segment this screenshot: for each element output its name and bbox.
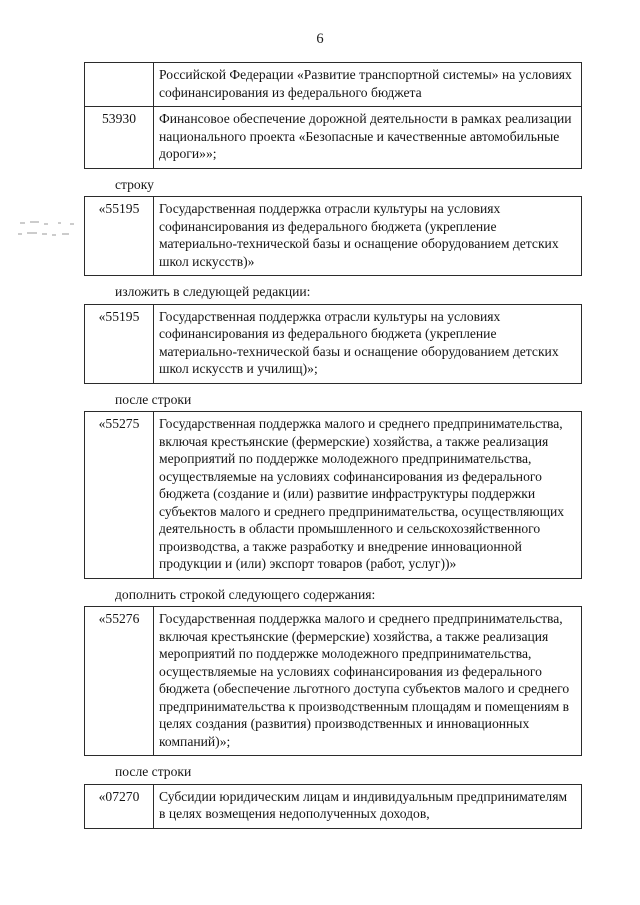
- connector-stroku: строку: [115, 176, 154, 192]
- row-text-cell: Финансовое обеспечение дорожной деятельн…: [153, 106, 582, 169]
- row-text-cell: Российской Федерации «Развитие транспорт…: [153, 62, 582, 107]
- document-content: Российской Федерации «Развитие транспорт…: [84, 62, 582, 832]
- row-text-cell: Субсидии юридическим лицам и индивидуаль…: [153, 783, 582, 829]
- block-spacer: [84, 829, 582, 832]
- row-code-cell: [84, 62, 154, 107]
- connector-posle-stroki-1: после строки: [115, 391, 192, 407]
- table-row: Российской Федерации «Развитие транспорт…: [84, 62, 582, 107]
- row-text-cell: Государственная поддержка малого и средн…: [153, 411, 582, 579]
- row-text-cell: Государственная поддержка малого и средн…: [153, 606, 582, 756]
- row-code-cell: «55195: [84, 196, 154, 276]
- row-code-cell: «55195: [84, 303, 154, 384]
- row-code-cell: «55276: [84, 606, 154, 756]
- connector-dopolnit: дополнить строкой следующего содержания:: [115, 586, 376, 602]
- row-code-cell: 53930: [84, 106, 154, 169]
- row-text-cell: Государственная поддержка отрасли культу…: [153, 196, 582, 276]
- connector-izlozhit: изложить в следующей редакции:: [115, 284, 311, 299]
- row-code-cell: «07270: [84, 783, 154, 829]
- page-number: 6: [316, 31, 324, 47]
- row-text-cell: Государственная поддержка отрасли культу…: [153, 303, 582, 384]
- table-transport-road: Российской Федерации «Развитие транспорт…: [84, 62, 582, 169]
- scan-artifact-marks: [18, 218, 80, 244]
- row-code-cell: «55275: [84, 411, 154, 579]
- connector-posle-stroki-2: после строки: [115, 764, 192, 779]
